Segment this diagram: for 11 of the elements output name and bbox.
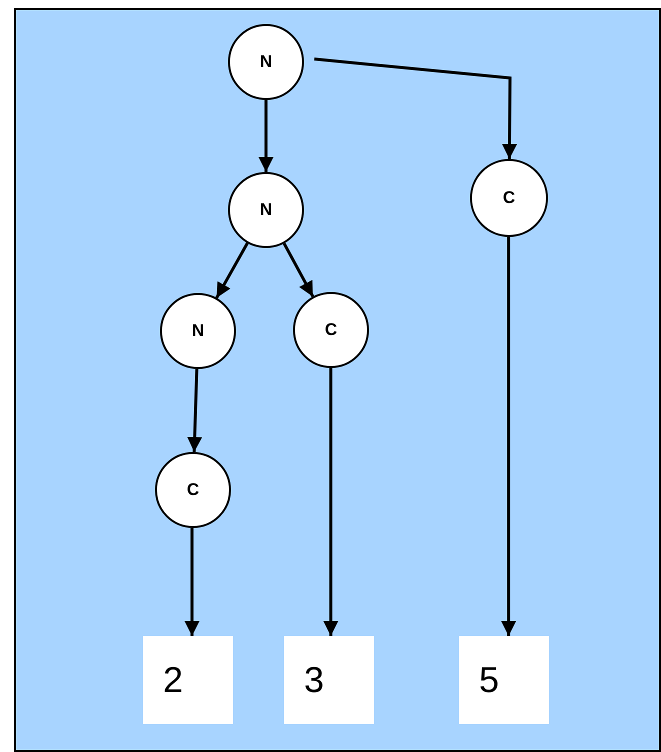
arrow xyxy=(323,368,338,636)
arrow xyxy=(282,242,314,298)
value-box: 3 xyxy=(284,636,374,724)
arrow xyxy=(314,58,517,160)
arrow xyxy=(184,528,200,636)
arrow xyxy=(215,242,249,299)
arrow xyxy=(501,237,516,636)
arrow xyxy=(187,368,202,452)
arrow xyxy=(258,100,274,172)
value-box: 5 xyxy=(459,636,549,724)
value-box: 2 xyxy=(143,636,233,724)
